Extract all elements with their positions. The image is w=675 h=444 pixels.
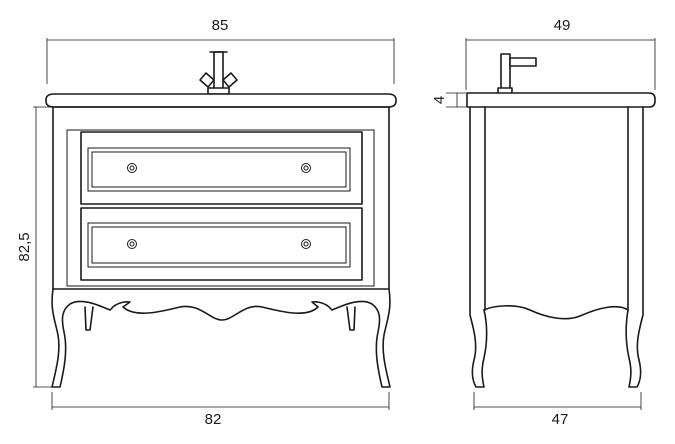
faucet-handle-left (199, 72, 215, 88)
faucet-handle-right (222, 72, 238, 88)
drawer-bottom-front (80, 207, 363, 281)
faucet-spout-side (509, 57, 537, 67)
label-49: 49 (554, 17, 571, 34)
knob-icon (301, 239, 311, 249)
knob-icon (129, 241, 135, 247)
knob-icon (303, 241, 309, 247)
faucet-front (199, 51, 238, 95)
countertop-side (466, 92, 656, 108)
cabinet-inner-frame (66, 129, 375, 287)
drawer-bottom-panel (87, 222, 351, 268)
drawer-top-panel-inner (91, 151, 347, 188)
front-legs-apron (51, 288, 391, 388)
label-4: 4 (431, 96, 448, 104)
countertop-front (45, 93, 397, 108)
inner-leg-left (84, 306, 94, 331)
drawer-bottom-panel-inner (91, 226, 347, 264)
dim-front-height: 82,5 (16, 106, 52, 388)
faucet-base (207, 87, 230, 95)
side-view: 49 4 47 (431, 17, 656, 428)
front-view: 85 (16, 17, 397, 428)
cabinet-body (52, 106, 390, 290)
dim-side-thickness: 4 (431, 92, 466, 108)
knob-icon (301, 163, 311, 173)
faucet-spout (213, 51, 224, 93)
knob-icon (127, 239, 137, 249)
side-panel-legs (469, 106, 644, 388)
drawer-top-panel (87, 147, 351, 192)
drawer-bottom (80, 207, 363, 281)
dim-front-top: 85 (46, 17, 395, 84)
drawer-top (80, 131, 363, 205)
label-47: 47 (552, 411, 569, 428)
label-82-5: 82,5 (16, 232, 33, 261)
faucet-side (497, 53, 537, 95)
dim-side-bottom: 47 (473, 392, 642, 428)
dim-front-bottom: 82 (51, 392, 390, 428)
label-85: 85 (212, 17, 229, 34)
dim-side-top: 49 (465, 17, 656, 90)
inner-leg-right (346, 306, 356, 331)
knob-icon (303, 165, 309, 171)
knob-icon (127, 163, 137, 173)
label-82: 82 (205, 411, 222, 428)
drawer-top-front (80, 131, 363, 205)
knob-icon (129, 165, 135, 171)
